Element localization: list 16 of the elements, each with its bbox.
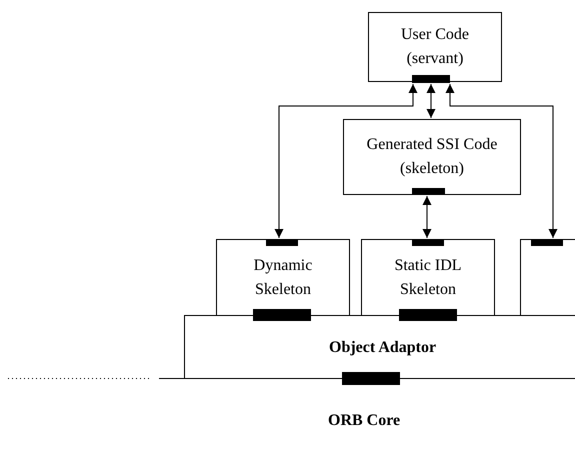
- box-label: Dynamic Skeleton: [252, 256, 314, 300]
- component-box: [216, 239, 350, 316]
- layer-region: [184, 315, 575, 378]
- connector-arrow: [426, 84, 436, 118]
- connector-arrow: [422, 196, 432, 238]
- layer-label: ORB Core: [328, 412, 400, 430]
- box-label: Generated SSI Code (skeleton): [366, 135, 498, 179]
- component-box: [343, 119, 521, 195]
- box-label: Static IDL Skeleton: [393, 256, 463, 300]
- connector-arrow: [274, 84, 418, 238]
- connector-arrow: [446, 84, 558, 238]
- component-box: [361, 239, 495, 316]
- layer-label: Object Adaptor: [329, 338, 436, 358]
- component-box: [520, 239, 575, 316]
- component-box: [368, 12, 502, 82]
- box-label: User Code (servant): [400, 25, 470, 69]
